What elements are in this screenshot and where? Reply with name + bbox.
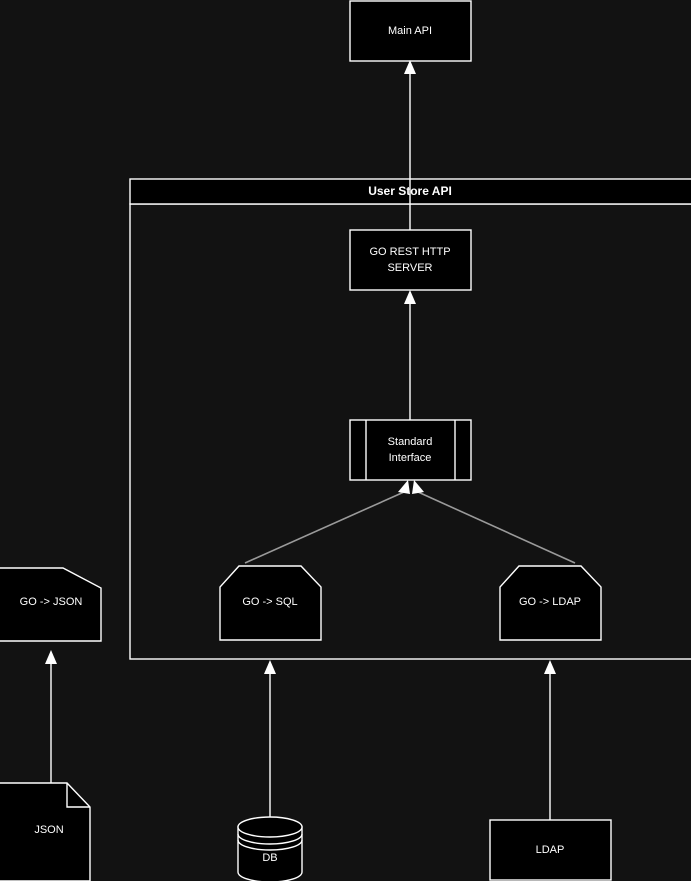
arrowhead-standard-interface-from-ldap [412,480,424,494]
json-file-fold [66,783,90,808]
go-ldap-label: GO -> LDAP [519,596,581,608]
edge-json-file-to-go-json [45,650,57,783]
node-standard-interface[interactable]: Standard Interface [349,419,472,481]
ldap-box [489,819,612,881]
arrowhead-go-sql [264,660,276,674]
node-go-json[interactable]: GO -> JSON [0,567,102,642]
edge-rest-server-to-main-api [404,60,416,230]
edge-go-sql-to-standard-interface [244,480,410,564]
node-go-rest-http-server[interactable]: GO REST HTTP SERVER [349,229,472,291]
node-go-sql[interactable]: GO -> SQL [219,565,322,641]
db-label: DB [262,852,277,864]
db-cylinder-body [237,826,303,881]
arrowhead-go-ldap [544,660,556,674]
rest-server-box [349,229,472,291]
arrowhead-standard-interface-from-sql [398,480,410,494]
arrowhead-main-api [404,60,416,74]
db-cylinder-top-ring-1 [237,816,303,838]
node-json-file[interactable]: JSON [0,782,91,881]
standard-interface-box [349,419,472,481]
edge-go-ldap-to-standard-interface [412,480,576,564]
node-main-api[interactable]: Main API [349,0,472,62]
arrowhead-rest-server [404,290,416,304]
json-file-label: JSON [34,824,63,836]
main-api-box [349,0,472,62]
go-json-label: GO -> JSON [20,596,83,608]
standard-interface-label-line2: Interface [389,452,432,464]
ldap-label: LDAP [536,844,565,856]
arrowhead-go-json [45,650,57,664]
go-ldap-shape [499,565,602,641]
go-sql-shape [219,565,322,641]
edge-db-to-go-sql [264,660,276,817]
standard-interface-label-line1: Standard [388,436,433,448]
edge-ldap-to-go-ldap [544,660,556,820]
node-go-ldap[interactable]: GO -> LDAP [499,565,602,641]
main-api-label: Main API [388,25,432,37]
node-db[interactable]: DB [237,816,303,881]
rest-server-label-line1: GO REST HTTP [369,246,450,258]
node-ldap[interactable]: LDAP [489,819,612,881]
db-cylinder-top-ring-3 [237,839,303,851]
go-json-shape [0,567,102,642]
edge-standard-interface-to-rest-server [404,290,416,420]
go-sql-label: GO -> SQL [242,596,297,608]
db-cylinder-top-ring-2 [237,833,303,845]
rest-server-label-line2: SERVER [387,262,432,274]
